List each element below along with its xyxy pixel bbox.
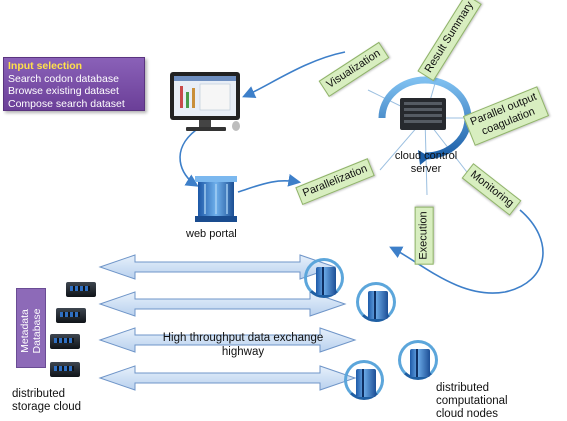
web-portal-label: web portal — [186, 228, 237, 240]
storage-cloud-label: distributed storage cloud — [12, 388, 81, 414]
metadata-database-box: Metadata Database — [16, 288, 46, 368]
arrow-monitoring-to-nodes — [389, 209, 544, 294]
computational-nodes-label: distributed computational cloud nodes — [436, 382, 508, 421]
highway-line2: highway — [221, 346, 265, 358]
computer-icon — [170, 72, 240, 131]
execution-label: Execution — [414, 206, 434, 265]
server-icon — [400, 98, 446, 130]
compute-node — [344, 360, 384, 400]
storage-line2: storage cloud — [12, 401, 82, 413]
cloud-ring — [378, 76, 472, 160]
rack-icon — [356, 369, 376, 397]
cloud-control-server-label: cloud control server — [382, 150, 470, 176]
arrow-visualization-to-computer — [242, 51, 346, 98]
cloud-control-line1: cloud control — [394, 150, 458, 162]
highway-label: High throughput data exchange highway — [138, 331, 348, 359]
rack-icon — [316, 267, 336, 295]
input-selection-title: Input selection — [8, 60, 83, 72]
metadata-line1: Metadata — [19, 309, 31, 353]
storage-unit — [50, 334, 80, 349]
storage-unit — [56, 308, 86, 323]
rack-icon — [368, 291, 388, 319]
nodes-line2: computational — [436, 395, 508, 407]
input-selection-panel: Input selection Search codon database Br… — [3, 57, 145, 111]
nodes-line1: distributed — [436, 382, 490, 394]
web-portal-icon — [195, 176, 237, 222]
storage-unit — [50, 362, 80, 377]
arrow-portal-to-parallelization — [237, 174, 302, 193]
input-item-search-codon: Search codon database — [8, 72, 119, 85]
rack-icon — [410, 349, 430, 377]
storage-unit — [66, 282, 96, 297]
compute-node — [356, 282, 396, 322]
metadata-line2: Database — [31, 308, 43, 354]
arrow-computer-to-portal — [179, 129, 199, 187]
input-item-compose-dataset: Compose search dataset — [8, 97, 125, 110]
highway-line1: High throughput data exchange — [162, 332, 324, 344]
storage-line1: distributed — [12, 388, 66, 400]
input-item-browse-dataset: Browse existing dataset — [8, 85, 119, 97]
compute-node — [304, 258, 344, 298]
cloud-control-line2: server — [410, 163, 442, 175]
compute-node — [398, 340, 438, 380]
nodes-line3: cloud nodes — [436, 408, 499, 420]
